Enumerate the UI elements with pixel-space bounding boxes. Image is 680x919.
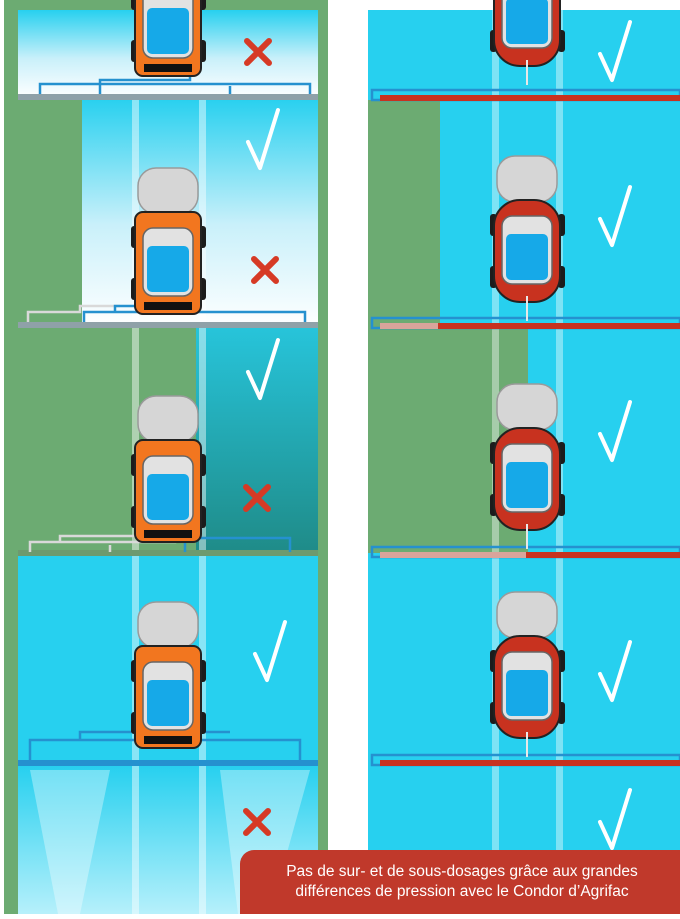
tractor-icon [131, 0, 206, 76]
caption-line-1: Pas de sur- et de sous-dosages grâce aux… [240, 862, 680, 882]
tractor-icon [131, 602, 206, 748]
tractor-icon [131, 168, 206, 314]
caption-line-2: différences de pression avec le Condor d… [240, 882, 680, 902]
caption-banner: Pas de sur- et de sous-dosages grâce aux… [240, 850, 680, 914]
panel-gutter [328, 0, 368, 914]
spray-strip-row-3-left [196, 328, 318, 553]
tractor-icon [131, 396, 206, 542]
